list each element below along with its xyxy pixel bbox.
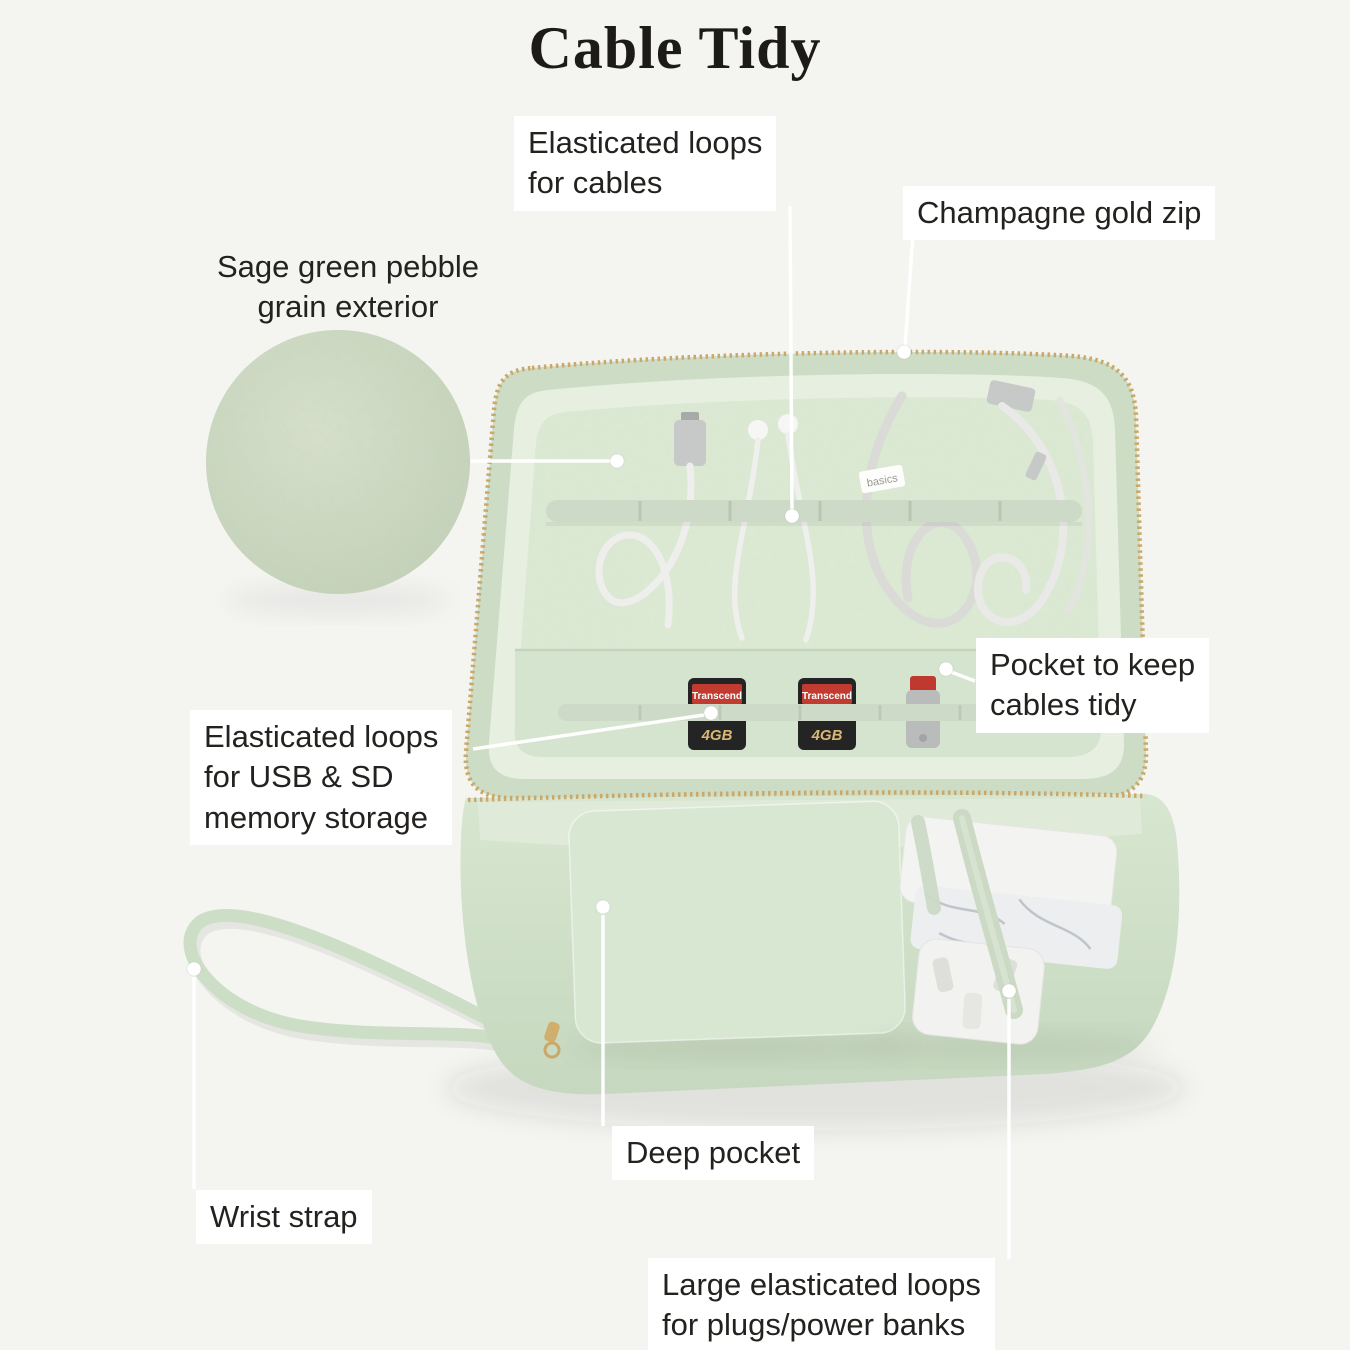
callout-lines bbox=[192, 205, 1011, 1259]
sd-capacity-text: 4GB bbox=[701, 727, 733, 744]
pebble-texture-swatch bbox=[206, 330, 470, 594]
callout-pocket-tidy: Pocket to keep cables tidy bbox=[976, 638, 1210, 733]
cable-lightning bbox=[974, 402, 1068, 626]
callout-elasticated-loops-cables: Elasticated loops for cables bbox=[514, 116, 777, 211]
callout-usb-sd-loops: Elasticated loops for USB & SD memory st… bbox=[190, 710, 453, 845]
cable-elastic-band bbox=[546, 500, 1082, 526]
cable-connector-silver bbox=[674, 412, 706, 466]
wrist-strap bbox=[183, 909, 508, 1052]
cable-tag-text: basics bbox=[866, 472, 899, 489]
callout-large-elastic-loops: Large elasticated loops for plugs/power … bbox=[648, 1258, 995, 1350]
uk-plug bbox=[912, 938, 1045, 1045]
cable-extra bbox=[1056, 396, 1093, 614]
swatch-shadow bbox=[226, 586, 450, 614]
callout-dots bbox=[186, 344, 1017, 999]
sd-capacity-text: 4GB bbox=[811, 727, 843, 744]
memory-storage-group: Transcend 4GB Transcend 4GB bbox=[558, 676, 1082, 750]
callout-wrist-strap: Wrist strap bbox=[196, 1190, 372, 1245]
callout-champagne-gold-zip: Champagne gold zip bbox=[903, 186, 1216, 241]
lid-zip-teeth bbox=[463, 349, 1149, 801]
deep-pocket-flap bbox=[568, 800, 910, 1059]
page-title: Cable Tidy bbox=[528, 15, 822, 81]
zip-pull bbox=[543, 1021, 561, 1059]
lightning-tip bbox=[1025, 451, 1047, 481]
cable-white bbox=[595, 462, 695, 629]
large-elastic-loop bbox=[911, 815, 941, 915]
sd-brand-text: Transcend bbox=[692, 691, 742, 702]
sd-brand-text: Transcend bbox=[802, 691, 852, 702]
callout-deep-pocket: Deep pocket bbox=[612, 1126, 815, 1181]
plug-powerbank-group bbox=[860, 809, 1160, 1059]
cable-brand-tag: basics bbox=[858, 464, 906, 494]
callout-sage-exterior: Sage green pebble grain exterior bbox=[216, 249, 479, 325]
